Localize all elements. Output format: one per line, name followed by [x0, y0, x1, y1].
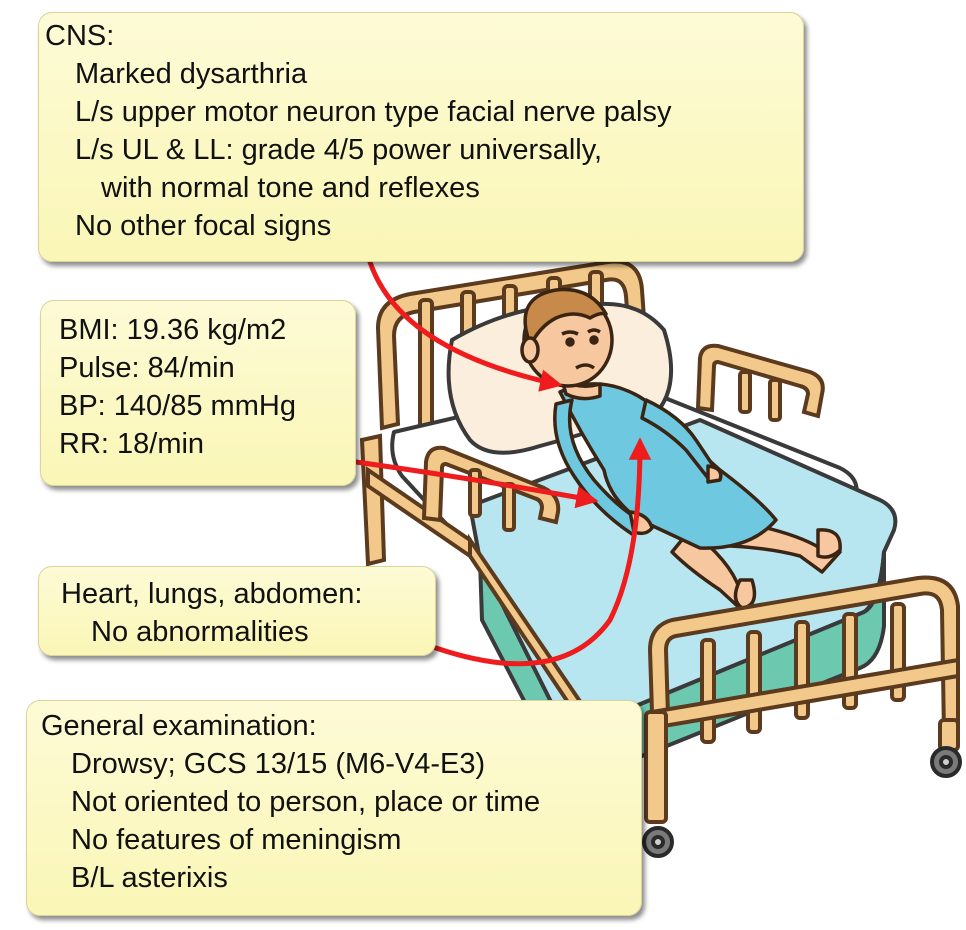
general-line: No features of meningism — [71, 824, 402, 856]
cns-line: No other focal signs — [75, 210, 332, 242]
general-line: B/L asterixis — [71, 862, 228, 894]
cns-line: Marked dysarthria — [75, 58, 308, 90]
general-exam-box: General examination: Drowsy; GCS 13/15 (… — [26, 700, 642, 916]
cns-findings-box: CNS: Marked dysarthria L/s upper motor n… — [38, 12, 804, 262]
vitals-line: Pulse: 84/min — [59, 352, 235, 384]
cns-title: CNS: — [45, 20, 115, 52]
front-side-rail — [421, 445, 561, 532]
footboard — [644, 575, 960, 824]
cns-line: with normal tone and reflexes — [101, 172, 480, 204]
cns-line: L/s upper motor neuron type facial nerve… — [75, 96, 672, 128]
general-title: General examination: — [41, 710, 317, 742]
arrow-vitals-to-body — [353, 459, 599, 509]
systemic-line: No abnormalities — [91, 616, 309, 648]
vitals-line: BMI: 19.36 kg/m2 — [59, 314, 287, 346]
bed-wheels — [642, 746, 962, 858]
cns-line: L/s UL & LL: grade 4/5 power universally… — [75, 134, 603, 166]
vitals-line: BP: 140/85 mmHg — [59, 390, 296, 422]
systemic-title: Heart, lungs, abdomen: — [61, 578, 363, 610]
back-side-rail — [695, 343, 825, 422]
arrow-systemic-to-chest — [433, 437, 652, 667]
callout-arrows — [353, 259, 652, 667]
arrow-cns-to-head — [367, 259, 563, 392]
general-line: Drowsy; GCS 13/15 (M6-V4-E3) — [71, 748, 486, 780]
systemic-exam-box: Heart, lungs, abdomen: No abnormalities — [38, 566, 436, 656]
vitals-line: RR: 18/min — [59, 428, 205, 460]
general-line: Not oriented to person, place or time — [71, 786, 541, 818]
vitals-box: BMI: 19.36 kg/m2 Pulse: 84/min BP: 140/8… — [40, 300, 356, 486]
